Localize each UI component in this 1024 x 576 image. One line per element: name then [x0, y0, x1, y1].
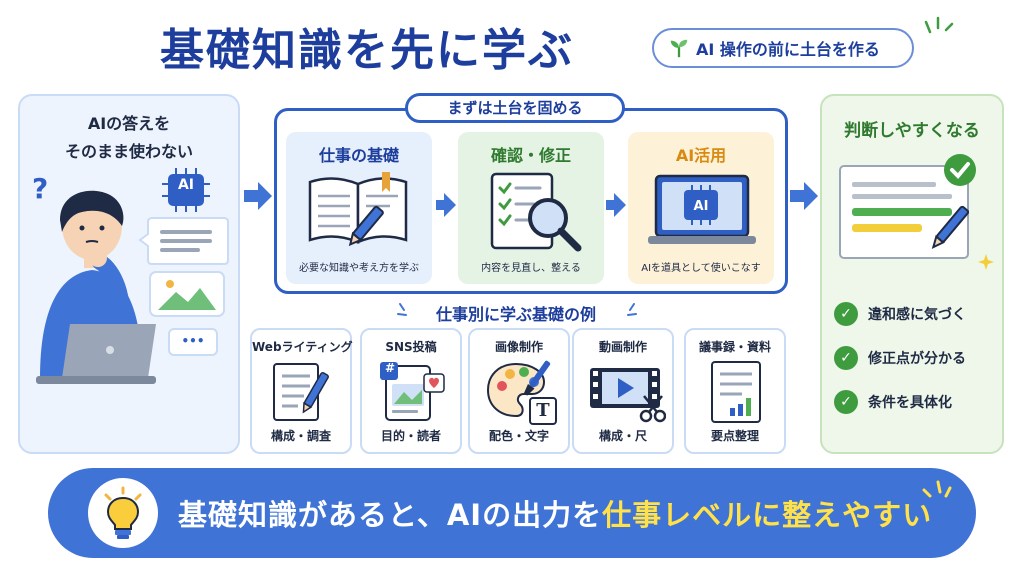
step-title: 確認・修正 [490, 146, 571, 165]
left-panel-title: AIの答えを そのまま使わない [18, 110, 240, 166]
step-title: AI活用 [675, 146, 727, 165]
left-title-line1: AIの答えを [87, 114, 171, 133]
palette-brush-icon [486, 360, 557, 425]
social-post-icon [380, 362, 445, 421]
step-check-revise: 確認・修正 内容を見直し、整える [458, 132, 604, 284]
check-icon: ✓ [834, 302, 858, 326]
benefit-item: ✓ 条件を具体化 [834, 390, 952, 414]
subtitle-text: AI 操作の前に土台を作る [696, 40, 880, 59]
example-card-image-creation: 画像制作 T 配色・文字 [468, 328, 570, 454]
text-bubble-icon [138, 217, 229, 265]
example-sub: 構成・調査 [270, 429, 331, 443]
example-title: Webライティング [252, 340, 353, 354]
example-sub: 配色・文字 [488, 429, 549, 443]
more-dots-bubble: ••• [168, 328, 218, 356]
sparkle-icon [922, 480, 952, 498]
arrow-right-icon [436, 193, 456, 217]
checklist-magnifier-icon [490, 172, 582, 252]
arrow-right-icon [606, 193, 626, 217]
accent-marks-icon [397, 303, 407, 316]
film-scissors-icon [590, 368, 666, 423]
step-title: 仕事の基礎 [318, 146, 399, 165]
step-ai-use: AI活用 AI AIを道具として使いこなす [628, 132, 774, 284]
ai-chip-label: AI [177, 177, 195, 193]
approved-document-icon [839, 154, 994, 270]
benefit-item: ✓ 違和感に気づく [834, 302, 966, 326]
image-bubble-icon [149, 271, 225, 317]
benefit-text: 条件を具体化 [868, 395, 952, 411]
check-icon: ✓ [834, 346, 858, 370]
report-chart-icon [711, 361, 761, 423]
benefit-text: 修正点が分かる [868, 351, 966, 367]
step-desc: AIを道具として使いこなす [641, 263, 761, 274]
text-glyph: T [536, 400, 550, 421]
document-pencil-icon [273, 363, 329, 421]
banner-message: 基礎知識があると、AIの出力を仕事レベルに整えやすい [178, 492, 932, 534]
example-card-minutes-docs: 議事録・資料 要点整理 [684, 328, 786, 454]
page-title: 基礎知識を先に学ぶ [160, 25, 574, 76]
laptop-illustration [36, 324, 156, 384]
example-card-web-writing: Webライティング 構成・調査 [250, 328, 353, 454]
step-desc: 必要な知識や考え方を学ぶ [299, 263, 419, 274]
sprout-icon [670, 39, 688, 58]
hashtag-glyph: # [384, 361, 396, 375]
laptop-screen-label: AI [693, 199, 709, 214]
example-sub: 要点整理 [710, 429, 759, 443]
check-icon: ✓ [834, 390, 858, 414]
benefit-item: ✓ 修正点が分かる [834, 346, 966, 370]
arrow-right-icon [790, 182, 818, 210]
example-card-video-production: 動画制作 構成・尺 [572, 328, 674, 454]
right-panel-title: 判断しやすくなる [844, 121, 980, 141]
example-title: 議事録・資料 [698, 340, 771, 354]
banner-text-main: 基礎知識があると、AIの出力を [178, 498, 603, 532]
accent-marks-icon [627, 303, 637, 316]
svg-text:?: ? [32, 172, 48, 205]
benefit-text: 違和感に気づく [868, 307, 966, 323]
laptop-ai-icon [648, 174, 756, 244]
step-desc: 内容を見直し、整える [481, 263, 581, 274]
example-title: 画像制作 [494, 340, 543, 354]
arrow-right-icon [244, 182, 272, 210]
banner-text-highlight: 仕事レベルに整えやすい [602, 498, 933, 532]
example-sub: 目的・読者 [380, 429, 441, 443]
conclusion-banner [48, 468, 976, 558]
open-book-icon [308, 172, 408, 247]
left-title-line2: そのまま使わない [64, 142, 193, 161]
examples-title: 仕事別に学ぶ基礎の例 [435, 305, 596, 324]
example-card-sns-post: SNS投稿 # 目的・読者 [360, 328, 462, 454]
sparkle-icon [924, 16, 954, 34]
example-title: 動画制作 [598, 340, 647, 354]
question-mark-icon: ? [32, 172, 48, 205]
example-sub: 構成・尺 [598, 429, 647, 443]
subtitle-pill: AI 操作の前に土台を作る [652, 28, 914, 68]
foundation-label: まずは土台を固める [405, 93, 625, 123]
example-title: SNS投稿 [385, 340, 437, 354]
ai-chip-icon [162, 168, 210, 212]
step-work-basics: 仕事の基礎 必要な知識や考え方を学ぶ [286, 132, 432, 284]
lightbulb-icon [104, 486, 142, 539]
